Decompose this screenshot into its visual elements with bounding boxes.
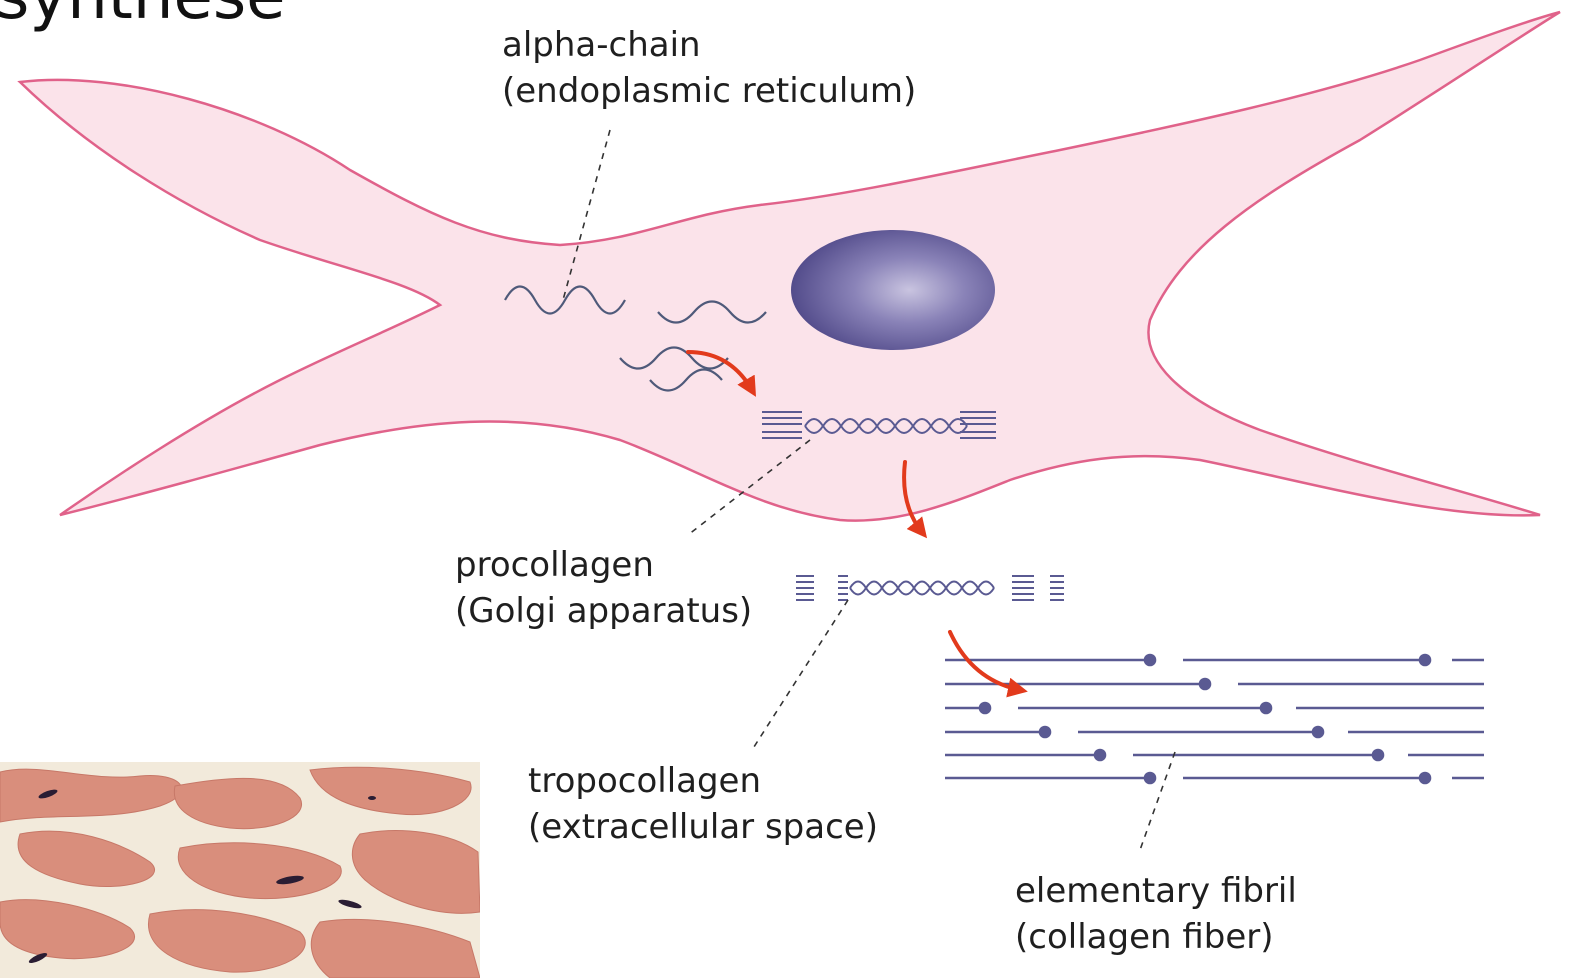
elementary-fibril-location: (collagen fiber) [1015, 914, 1297, 960]
elementary-fibril [945, 655, 1484, 783]
label-elementary-fibril: elementary fibril (collagen fiber) [1015, 868, 1297, 960]
leader-tropocollagen [752, 600, 848, 750]
tropocollagen-molecule [796, 576, 1064, 600]
label-tropocollagen: tropocollagen (extracellular space) [528, 758, 878, 850]
leader-elementary-fibril [1140, 752, 1175, 850]
nucleus [791, 230, 995, 350]
alpha-chain-name: alpha-chain [502, 22, 916, 68]
procollagen-location: (Golgi apparatus) [455, 588, 752, 634]
tropocollagen-location: (extracellular space) [528, 804, 878, 850]
elementary-fibril-name: elementary fibril [1015, 868, 1297, 914]
tropocollagen-name: tropocollagen [528, 758, 878, 804]
label-procollagen: procollagen (Golgi apparatus) [455, 542, 752, 634]
alpha-chain-location: (endoplasmic reticulum) [502, 68, 916, 114]
procollagen-name: procollagen [455, 542, 752, 588]
label-alpha-chain: alpha-chain (endoplasmic reticulum) [502, 22, 916, 114]
histology-micrograph [0, 762, 480, 978]
